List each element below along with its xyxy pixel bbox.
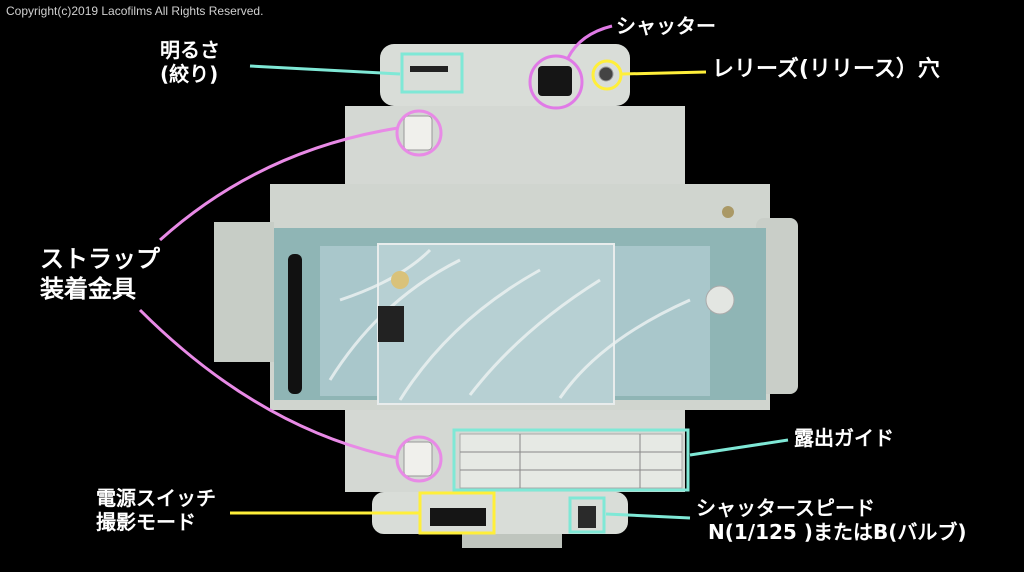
shutter-button [538,66,572,96]
speed-switch [578,506,596,528]
upper-plate [345,106,685,184]
exposure-table-grid [460,434,682,488]
exposure-guide-label: 露出ガイド [794,426,894,450]
speed-label-line2: N(1/125 )またはB(バルブ) [708,520,967,544]
strap-lug-bottom [403,441,433,477]
right-knob [705,285,735,315]
shutter-leader [566,24,613,59]
power-label-line2: 撮影モード [96,510,196,534]
shutter-speed-label: シャッタースピード N(1/125 )またはB(バルブ) [696,496,966,544]
aperture-label-line2: (絞り) [160,62,219,86]
exposure-guide-leader [689,438,789,457]
shutter-label: シャッター [616,14,716,38]
left-grip [214,222,274,362]
left-slot [288,254,302,394]
door-screw [391,271,409,289]
shutter-highlight-circle [528,54,584,110]
speed-leader [605,512,691,520]
strap-top-leader [158,126,399,242]
strap-lug-top [403,115,433,151]
power-label-line1: 電源スイッチ [96,486,216,510]
strap-label: ストラップ 装着金具 [40,244,160,304]
aperture-leader [249,64,401,76]
copyright-text: Copyright(c)2019 Lacofilms All Rights Re… [6,4,264,18]
release-leader [621,70,707,76]
upper-screw [722,206,734,218]
power-mode-switch [430,508,486,526]
strap-label-line2: 装着金具 [40,275,136,303]
strap-bottom-leader [138,308,399,460]
release-socket [598,66,614,82]
strap-label-line1: ストラップ [40,245,160,273]
film-latch [378,306,404,342]
aperture-dial [410,66,448,72]
right-grip [756,218,798,394]
aperture-highlight-box [400,52,464,94]
exposure-table [459,433,683,489]
speed-label-line1: シャッタースピード [696,496,875,520]
exposure-guide-highlight-box [452,428,690,492]
aperture-label: 明るさ (絞り) [160,38,220,86]
speed-highlight-box [568,496,606,534]
aperture-label-line1: 明るさ [160,38,220,62]
power-mode-label: 電源スイッチ 撮影モード [96,486,216,534]
release-highlight-circle [591,59,623,91]
camera-illustration [214,44,798,548]
tripod-mount [462,534,562,548]
strap-top-highlight-circle [395,109,443,157]
release-hole-label: レリーズ(リリース）穴 [712,57,940,82]
